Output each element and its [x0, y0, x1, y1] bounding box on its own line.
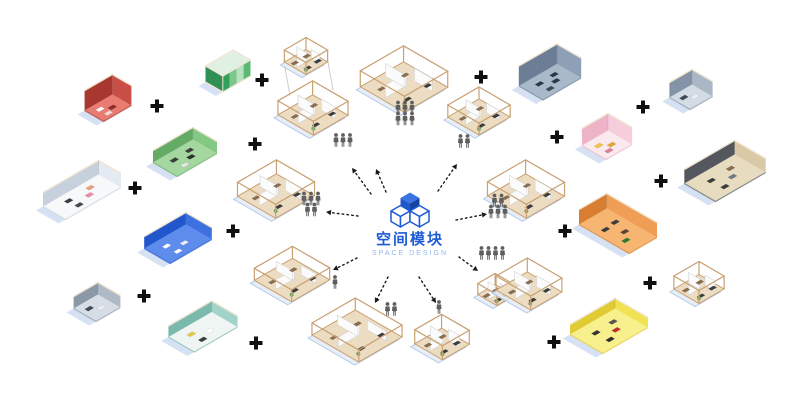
plus-sign-6 [137, 289, 151, 303]
radial-arrow-4 [437, 164, 457, 192]
people-group-icon-3 [458, 134, 470, 148]
radial-arrow-7 [374, 276, 389, 303]
radial-arrow-1 [375, 169, 387, 193]
people-group-icon-5 [488, 193, 508, 219]
radial-arrow-9 [458, 256, 478, 271]
radial-arrow-5 [455, 212, 487, 221]
top-right-plan-module [442, 86, 512, 139]
small-gray-room-left [66, 281, 121, 326]
yellow-workshop-room [563, 297, 649, 358]
logo-subtitle: SPACE DESIGN [372, 250, 448, 257]
green-gym-room [146, 126, 218, 181]
stacked-lower-plan-module [272, 80, 350, 139]
logo-title: 空间模块 [375, 231, 444, 248]
orange-room [572, 192, 658, 258]
plus-sign-14 [547, 335, 561, 349]
bottom-center-plan-module [307, 297, 404, 366]
radial-arrow-2 [352, 168, 372, 195]
plus-sign-10 [636, 100, 650, 114]
bottom-small-plan-module [409, 313, 471, 364]
plus-sign-5 [226, 224, 240, 238]
left-plan-module [232, 159, 316, 222]
bottom-right-plan-module [491, 257, 564, 314]
plus-sign-7 [249, 336, 263, 350]
classroom-room [511, 43, 582, 104]
plus-sign-12 [558, 224, 572, 238]
top-center-plan-module [355, 45, 449, 116]
office-room [677, 139, 767, 206]
green-container-module [198, 49, 252, 96]
bottom-left-cube [390, 204, 411, 228]
plus-sign-11 [654, 174, 668, 188]
people-group-icon-1 [333, 133, 353, 147]
space-design-logo: 空间模块 SPACE DESIGN [350, 190, 470, 257]
plus-sign-4 [128, 181, 142, 195]
plus-sign-2 [255, 73, 269, 87]
white-hall-room [36, 159, 122, 224]
stack-connector-line [327, 61, 334, 91]
plus-sign-9 [550, 130, 564, 144]
plus-sign-13 [643, 276, 657, 290]
stacked-upper-plan-module [279, 36, 329, 79]
plus-sign-1 [150, 99, 164, 113]
radial-arrow-3 [326, 209, 359, 217]
pink-room [574, 112, 633, 164]
blue-room [137, 211, 213, 268]
radial-arrow-8 [418, 276, 436, 303]
red-room [77, 73, 132, 126]
bottom-right-cube [409, 204, 430, 228]
right-plan-module [482, 159, 566, 222]
people-group-icon-2 [395, 100, 415, 126]
people-group-icon-9 [479, 246, 505, 260]
bottom-left-plan-module [249, 245, 331, 306]
teal-scan-room [161, 300, 238, 356]
people-group-icon-8 [436, 300, 442, 314]
plus-sign-3 [248, 137, 262, 151]
plus-sign-8 [474, 70, 488, 84]
radial-arrow-6 [333, 257, 358, 271]
people-group-icon-4 [301, 191, 321, 217]
far-right-small-plan-module [668, 260, 726, 308]
people-group-icon-6 [332, 275, 338, 289]
cubes-icon [390, 192, 430, 228]
small-gray-room-right [662, 68, 713, 114]
people-group-icon-7 [385, 302, 397, 316]
